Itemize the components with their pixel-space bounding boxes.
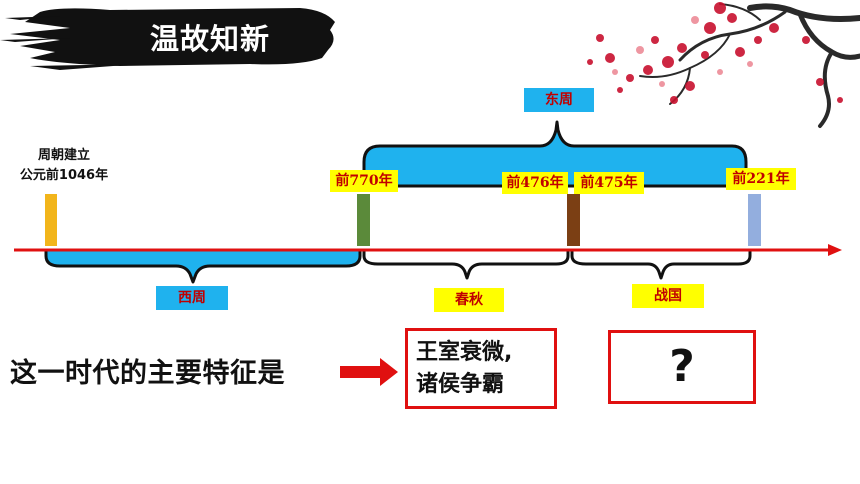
marker-476 <box>567 194 580 246</box>
founding-date: 公元前1046年 <box>19 168 109 183</box>
founding-caption: 周朝建立 公元前1046年 <box>0 146 128 186</box>
arrow-shaft <box>340 366 382 378</box>
arrow-head <box>380 358 398 386</box>
warring-states-brace <box>570 250 752 280</box>
unknown-answer-box: ? <box>608 330 756 404</box>
title-brush-banner <box>0 8 335 70</box>
answer-line-2: 诸侯争霸 <box>416 372 505 397</box>
date-476: 前476年 <box>502 172 568 194</box>
founding-event: 周朝建立 <box>37 148 90 163</box>
marker-770 <box>357 194 370 246</box>
question-prompt: 这一时代的主要特征是 <box>10 358 285 389</box>
western-zhou-brace <box>44 248 362 284</box>
eastern-zhou-label: 东周 <box>524 88 594 112</box>
date-770: 前770年 <box>330 170 398 192</box>
answer-line-1: 王室衰微, <box>416 340 513 365</box>
axis-arrowhead <box>828 244 842 256</box>
plum-blossom-decoration <box>587 2 860 128</box>
eastern-zhou-brace <box>362 120 748 188</box>
warring-states-label: 战国 <box>632 284 704 308</box>
founding-marker <box>45 194 57 246</box>
question-mark: ? <box>669 341 695 392</box>
answer-box: 王室衰微, 诸侯争霸 <box>405 328 557 409</box>
date-475: 前475年 <box>574 172 644 194</box>
page-title: 温故知新 <box>150 22 271 56</box>
spring-autumn-brace <box>362 250 570 280</box>
marker-221 <box>748 194 761 246</box>
western-zhou-label: 西周 <box>156 286 228 310</box>
date-221: 前221年 <box>726 168 796 190</box>
spring-autumn-label: 春秋 <box>434 288 504 312</box>
